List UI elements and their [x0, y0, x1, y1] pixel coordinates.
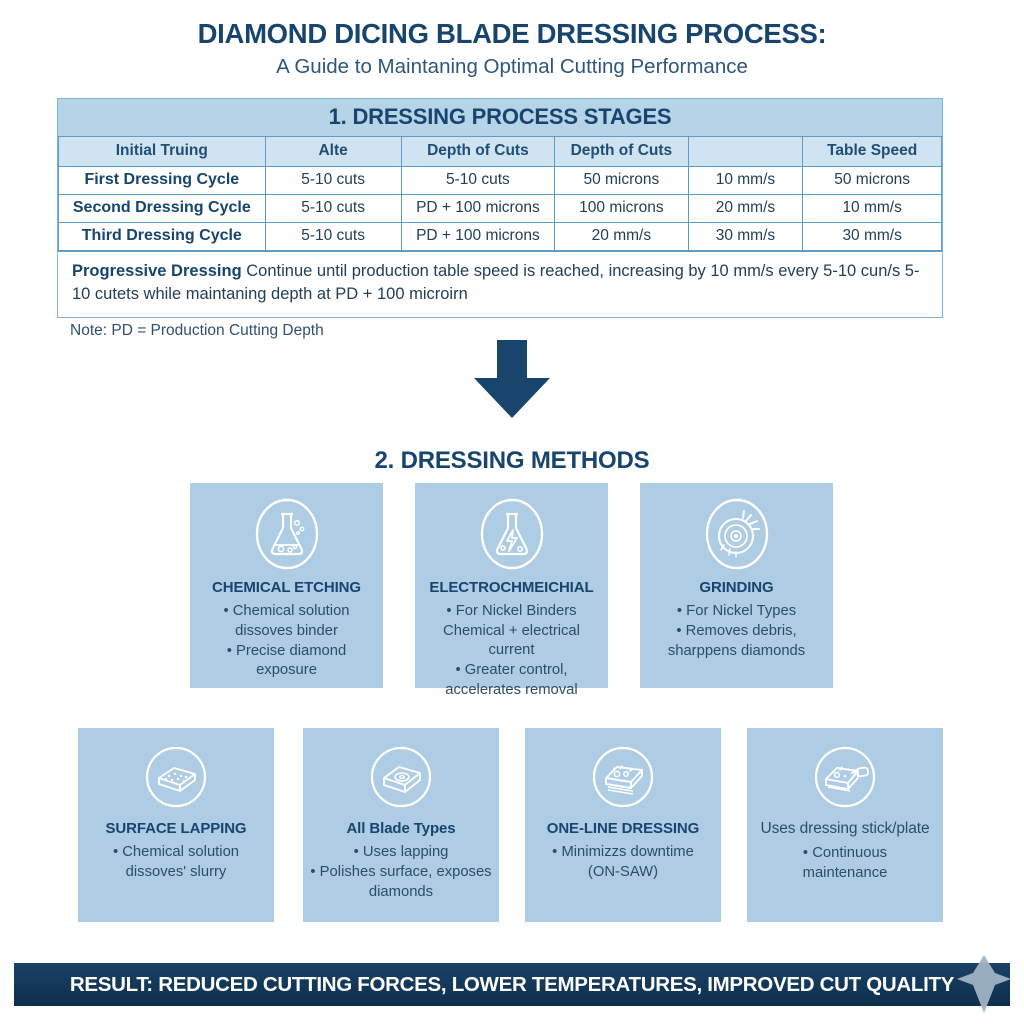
cell: 30 mm/s [802, 222, 942, 251]
cell: 30 mm/s [687, 222, 804, 251]
blade-plate-icon [303, 742, 499, 812]
method-card-dressing-stick[interactable]: Uses dressing stick/plate • Continuous m… [747, 728, 943, 922]
cell: 20 mm/s [687, 194, 804, 223]
flask-bubbles-icon [190, 497, 383, 571]
column-header: Table Speed [802, 136, 942, 167]
method-card-grinding[interactable]: GRINDING • For Nickel Types • Removes de… [640, 483, 833, 688]
bullet: • For Nickel Binders [446, 603, 577, 619]
row-label: Second Dressing Cycle [58, 194, 266, 223]
bullet: maintenance [802, 864, 888, 881]
cell: 5-10 cuts [264, 194, 402, 223]
method-card-electrochemical[interactable]: ELECTROCHMEICHIAL • For Nickel Binders C… [415, 483, 608, 698]
bullet: • Chemical solution [112, 844, 240, 860]
row-label: Third Dressing Cycle [58, 222, 266, 251]
cell: 5-10 cuts [264, 222, 402, 251]
pd-definition-note: Note: PD = Production Cutting Depth [70, 322, 324, 339]
column-header: Initial Truing [58, 136, 266, 167]
cell: 20 mm/s [554, 222, 689, 251]
dressing-stick-icon [747, 742, 943, 812]
cell: 50 microns [554, 166, 689, 195]
table-header-row: Initial Truing Alte Depth of Cuts Depth … [58, 136, 942, 167]
progressive-dressing-note: Progressive Dressing Continue until prod… [58, 251, 942, 317]
cell: 10 mm/s [802, 194, 942, 223]
card-bullets: • Continuous maintenance [747, 844, 943, 883]
column-header: Alte [264, 136, 402, 167]
card-title: SURFACE LAPPING [105, 820, 247, 837]
bullet: dissoves' slurry [125, 863, 227, 880]
cell: 5-10 cuts [264, 166, 402, 195]
card-bullets: • Minimizzs downtime (ON-SAW) [525, 843, 721, 882]
bullet: • Precise diamond exposure [226, 642, 347, 678]
card-bullets: • Chemical solution dissoves' slurry [78, 843, 274, 882]
card-title: All Blade Types [346, 820, 456, 837]
bullet: • Minimizzs downtime [552, 844, 694, 860]
table-row: First Dressing Cycle 5-10 cuts 5-10 cuts… [58, 166, 942, 195]
dressing-process-stages-panel: 1. DRESSING PROCESS STAGES Initial Truin… [57, 98, 943, 318]
method-card-chemical-etching[interactable]: CHEMICAL ETCHING • Chemical solution dis… [190, 483, 383, 688]
method-card-surface-lapping[interactable]: SURFACE LAPPING • Chemical solution diss… [78, 728, 274, 922]
bullet: sharppens diamonds [667, 642, 806, 659]
table-row: Third Dressing Cycle 5-10 cuts PD + 100 … [58, 222, 942, 251]
bullet: • Greater control, [455, 661, 568, 678]
progressive-dressing-label: Progressive Dressing [72, 262, 242, 280]
bullet: dissoves binder [235, 622, 338, 639]
method-card-all-blade-types[interactable]: All Blade Types • Uses lapping • Polishe… [303, 728, 499, 922]
bullet: • For Nickel Types [676, 603, 797, 619]
row-label: First Dressing Cycle [58, 166, 266, 195]
cell: 100 microns [554, 194, 689, 223]
progressive-dressing-text: Continue until production table speed is… [72, 262, 920, 304]
method-card-one-line-dressing[interactable]: ONE-LINE DRESSING • Minimizzs downtime (… [525, 728, 721, 922]
page-header: DIAMOND DICING BLADE DRESSING PROCESS: A… [0, 0, 1024, 79]
card-title: Uses dressing stick/plate [760, 820, 930, 837]
column-header: Depth of Cuts [400, 136, 556, 167]
column-header: Depth of Cuts [554, 136, 689, 167]
down-arrow-icon [470, 340, 554, 418]
cell: PD + 100 microns [400, 194, 556, 223]
cell: 10 mm/s [687, 166, 804, 195]
bullet: • Polishes surface, exposes [310, 863, 492, 880]
page-subtitle: A Guide to Maintaning Optimal Cutting Pe… [276, 54, 748, 78]
grinding-wheel-icon [640, 497, 833, 571]
lapping-plate-icon [78, 742, 274, 812]
result-text: RESULT: REDUCED CUTTING FORCES, LOWER TE… [69, 972, 955, 996]
bullet: • Uses lapping [353, 844, 449, 860]
bullet: Chemical + electrical current [443, 622, 580, 658]
bullet: • Removes debris, [676, 622, 797, 639]
cell: 50 microns [802, 166, 942, 195]
card-title: CHEMICAL ETCHING [212, 579, 361, 596]
card-bullets: • For Nickel Types • Removes debris, sha… [640, 602, 833, 661]
table-row: Second Dressing Cycle 5-10 cuts PD + 100… [58, 194, 942, 223]
card-title: ELECTROCHMEICHIAL [429, 579, 594, 596]
column-header [687, 136, 804, 167]
on-saw-dressing-icon [525, 742, 721, 812]
card-bullets: • Chemical solution dissoves binder • Pr… [190, 602, 383, 680]
bullet: diamonds [368, 883, 434, 900]
flask-lightning-icon [415, 497, 608, 571]
cell: PD + 100 microns [400, 222, 556, 251]
section1-heading: 1. DRESSING PROCESS STAGES [58, 99, 942, 136]
card-bullets: • Uses lapping • Polishes surface, expos… [303, 843, 499, 902]
page-title: DIAMOND DICING BLADE DRESSING PROCESS: [197, 18, 827, 49]
diamond-gem-icon [955, 953, 1013, 1015]
card-bullets: • For Nickel Binders Chemical + electric… [415, 602, 608, 700]
dressing-stages-table: Initial Truing Alte Depth of Cuts Depth … [58, 136, 942, 251]
bullet: accelerates removal [445, 681, 578, 698]
card-title: ONE-LINE DRESSING [546, 820, 700, 837]
section2-heading: 2. DRESSING METHODS [374, 447, 650, 474]
card-title: GRINDING [699, 579, 774, 596]
cell: 5-10 cuts [400, 166, 556, 195]
bullet: • Continuous [802, 845, 888, 861]
bullet: (ON-SAW) [587, 863, 659, 880]
result-banner: RESULT: REDUCED CUTTING FORCES, LOWER TE… [14, 963, 1010, 1006]
bullet: • Chemical solution [223, 603, 350, 619]
